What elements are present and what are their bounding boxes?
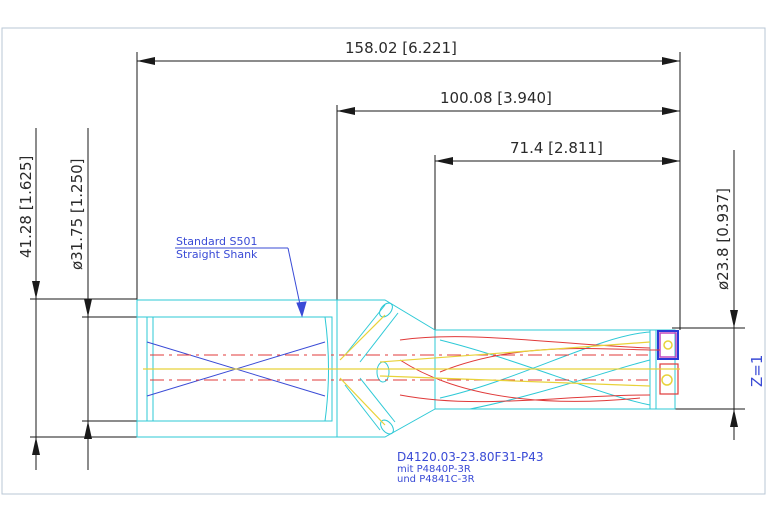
- overall-length-dimension: 158.02 [6.221]: [345, 39, 457, 57]
- insert-note-2: und P4841C-3R: [397, 474, 475, 485]
- dimension-arrows: [32, 57, 738, 455]
- drill-diameter-dimension: ø23.8 [0.937]: [714, 188, 732, 290]
- flute-count-label: Z=1: [748, 355, 766, 387]
- coolant-axis: [143, 314, 680, 426]
- center-lines: [150, 354, 648, 381]
- body-length-dimension: 100.08 [3.940]: [440, 89, 552, 107]
- drawing-frame: [1, 27, 766, 495]
- shank-note-line2: Straight Shank: [176, 248, 258, 261]
- cutting-insert: [657, 330, 679, 395]
- insert-note-1: mit P4840P-3R: [397, 464, 471, 475]
- shank-note-leader: [175, 247, 307, 318]
- flange-diameter-dimension: 41.28 [1.625]: [17, 156, 35, 258]
- shank-diameter-dimension: ø31.75 [1.250]: [68, 158, 86, 270]
- shank-note-line1: Standard S501: [176, 235, 258, 248]
- flute-length-dimension: 71.4 [2.811]: [510, 139, 603, 157]
- part-number: D4120.03-23.80F31-P43: [397, 450, 544, 464]
